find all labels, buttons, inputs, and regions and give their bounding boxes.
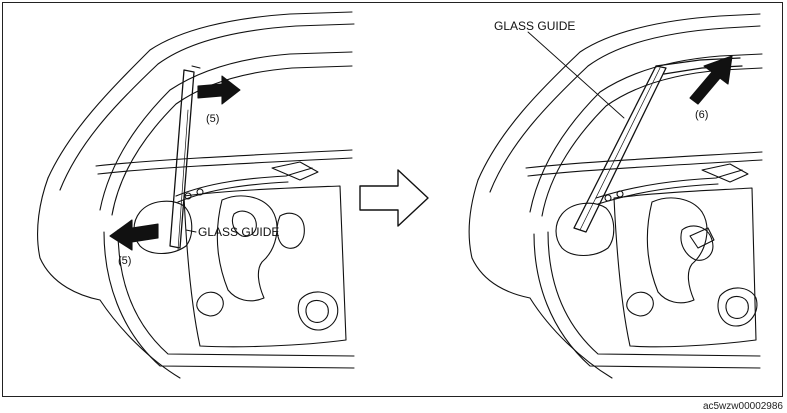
left-door-illustration [37, 11, 355, 379]
right-door-illustration [468, 13, 763, 379]
left-arrow-upper-icon [197, 75, 241, 105]
left-arrow-lower-icon [109, 219, 159, 251]
right-glass-guide-label: GLASS GUIDE [494, 19, 575, 33]
left-step-label-upper: (5) [206, 113, 219, 125]
diagram-svg: (5) GLASS GUIDE (5) GLASS GUIDE (6) [37, 11, 763, 379]
figure-frame [2, 2, 783, 397]
figure-code: ac5wzw00002986 [702, 401, 783, 412]
left-glass-guide-label: GLASS GUIDE [198, 225, 279, 239]
left-step-label-lower: (5) [118, 255, 131, 267]
transition-arrow-icon [359, 169, 429, 227]
right-step-label: (6) [695, 109, 708, 121]
right-arrow-icon [689, 55, 733, 105]
